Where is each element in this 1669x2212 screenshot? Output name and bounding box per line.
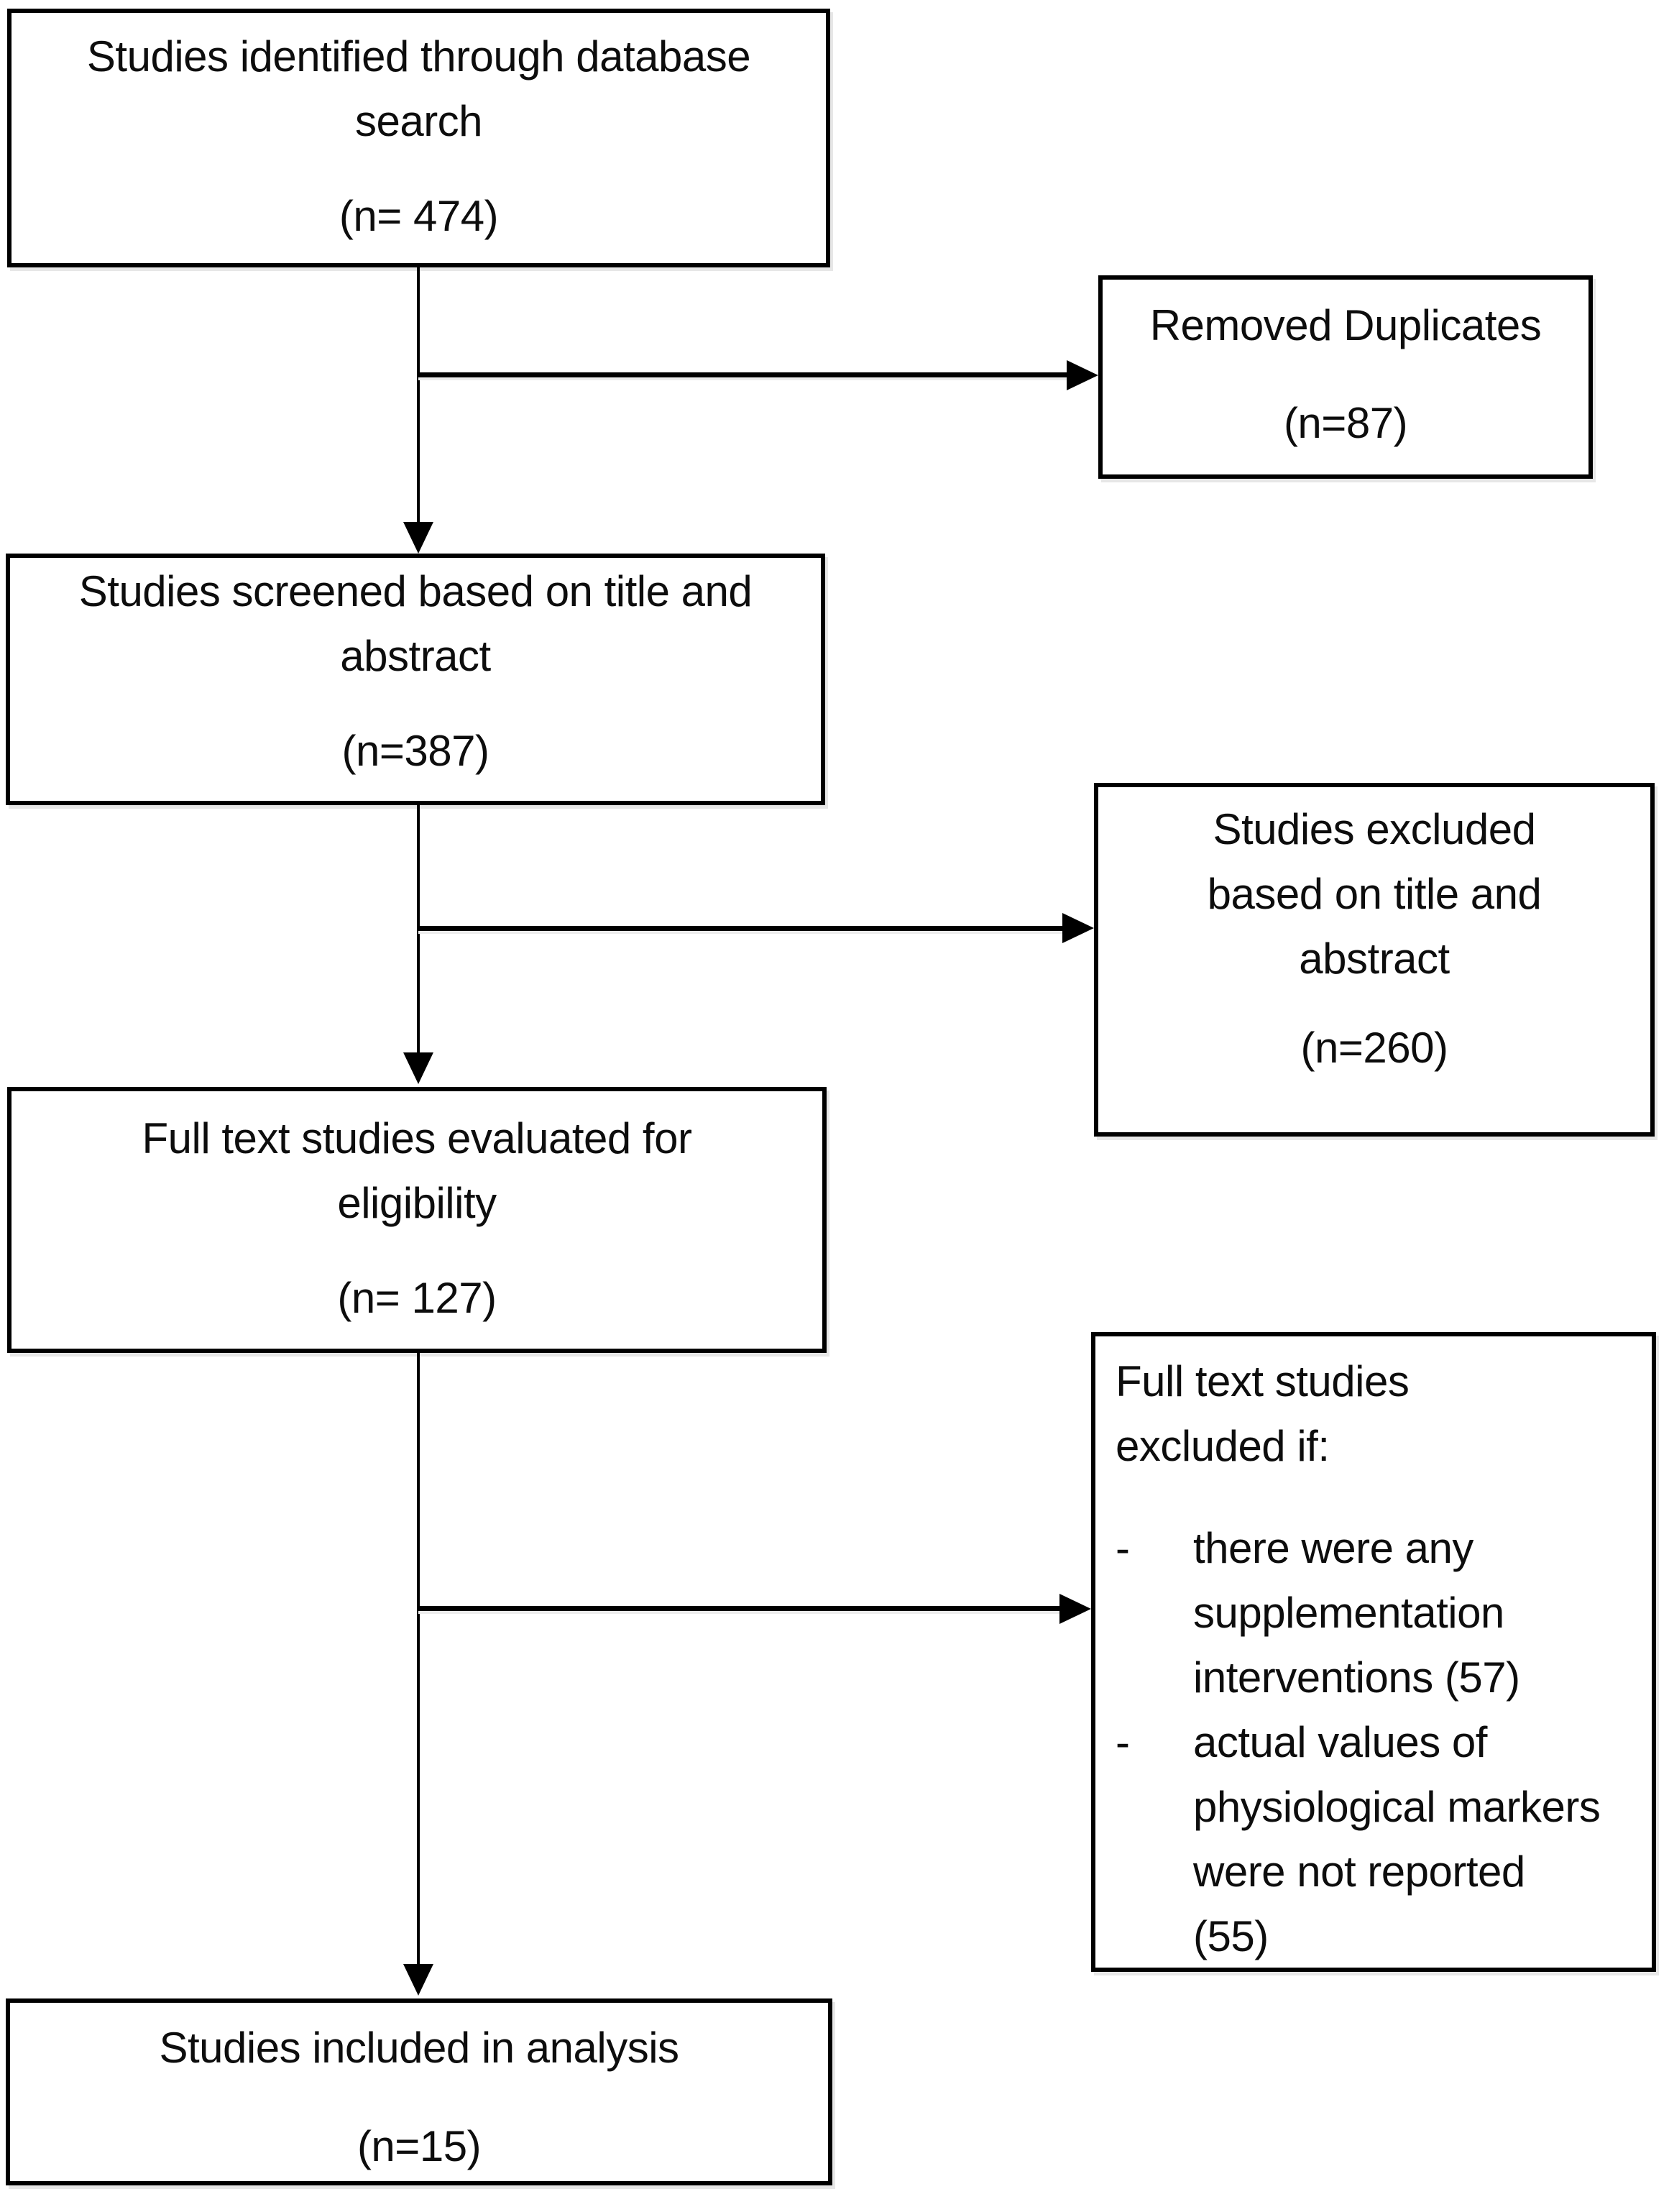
box-fulltext-evaluated: Full text studies evaluated for eligibil… <box>7 1087 827 1353</box>
box-studies-screened: Studies screened based on title and abst… <box>6 554 825 805</box>
exclusion-reason-text: actual values of physiological markers w… <box>1193 1718 1612 1960</box>
box-fulltext-evaluated-count: (n= 127) <box>337 1274 497 1322</box>
box-studies-identified: Studies identified through database sear… <box>7 9 830 267</box>
connector-fulltext-to-included <box>417 1353 420 1964</box>
box-studies-identified-title: Studies identified through database sear… <box>86 32 763 145</box>
box-fulltext-excluded: Full text studies excluded if: - there w… <box>1091 1332 1656 1972</box>
bullet-dash: - <box>1116 1718 1130 1766</box>
box-studies-identified-count: (n= 474) <box>339 192 499 240</box>
box-studies-screened-count: (n=387) <box>341 727 489 775</box>
connector-to-removed-duplicates <box>418 372 1071 377</box>
box-studies-included: Studies included in analysis (n=15) <box>6 1998 832 2185</box>
arrow-right-icon <box>1059 1594 1091 1624</box>
exclusion-reason-list: - there were any supplementation interve… <box>1116 1516 1637 1969</box>
arrow-down-icon <box>403 1052 433 1084</box>
connector-identified-to-screened <box>417 267 420 522</box>
box-removed-duplicates-count: (n=87) <box>1283 399 1408 447</box>
exclusion-reason-item: - there were any supplementation interve… <box>1116 1516 1637 1710</box>
exclusion-reason-item: - actual values of physiological markers… <box>1116 1710 1637 1969</box>
box-studies-included-title: Studies included in analysis <box>159 2024 679 2072</box>
box-studies-excluded-screening-title: Studies excluded based on title and abst… <box>1207 805 1553 983</box>
arrow-down-icon <box>403 522 433 554</box>
exclusion-reason-text: there were any supplementation intervent… <box>1193 1524 1520 1702</box>
connector-to-fulltext-excluded <box>418 1606 1062 1611</box>
box-studies-screened-title: Studies screened based on title and abst… <box>78 567 764 680</box>
connector-to-excluded-screening <box>418 926 1065 931</box>
box-studies-excluded-screening-count: (n=260) <box>1300 1024 1448 1072</box>
box-studies-included-count: (n=15) <box>357 2122 482 2170</box>
box-fulltext-evaluated-title: Full text studies evaluated for eligibil… <box>142 1114 704 1227</box>
arrow-right-icon <box>1062 913 1094 943</box>
box-studies-excluded-screening: Studies excluded based on title and abst… <box>1094 783 1655 1137</box>
bullet-dash: - <box>1116 1524 1130 1572</box>
arrow-down-icon <box>403 1964 433 1996</box>
box-removed-duplicates-title: Removed Duplicates <box>1149 301 1542 349</box>
box-removed-duplicates: Removed Duplicates (n=87) <box>1098 275 1593 479</box>
box-fulltext-excluded-heading: Full text studies excluded if: <box>1116 1357 1421 1470</box>
arrow-right-icon <box>1067 360 1098 390</box>
